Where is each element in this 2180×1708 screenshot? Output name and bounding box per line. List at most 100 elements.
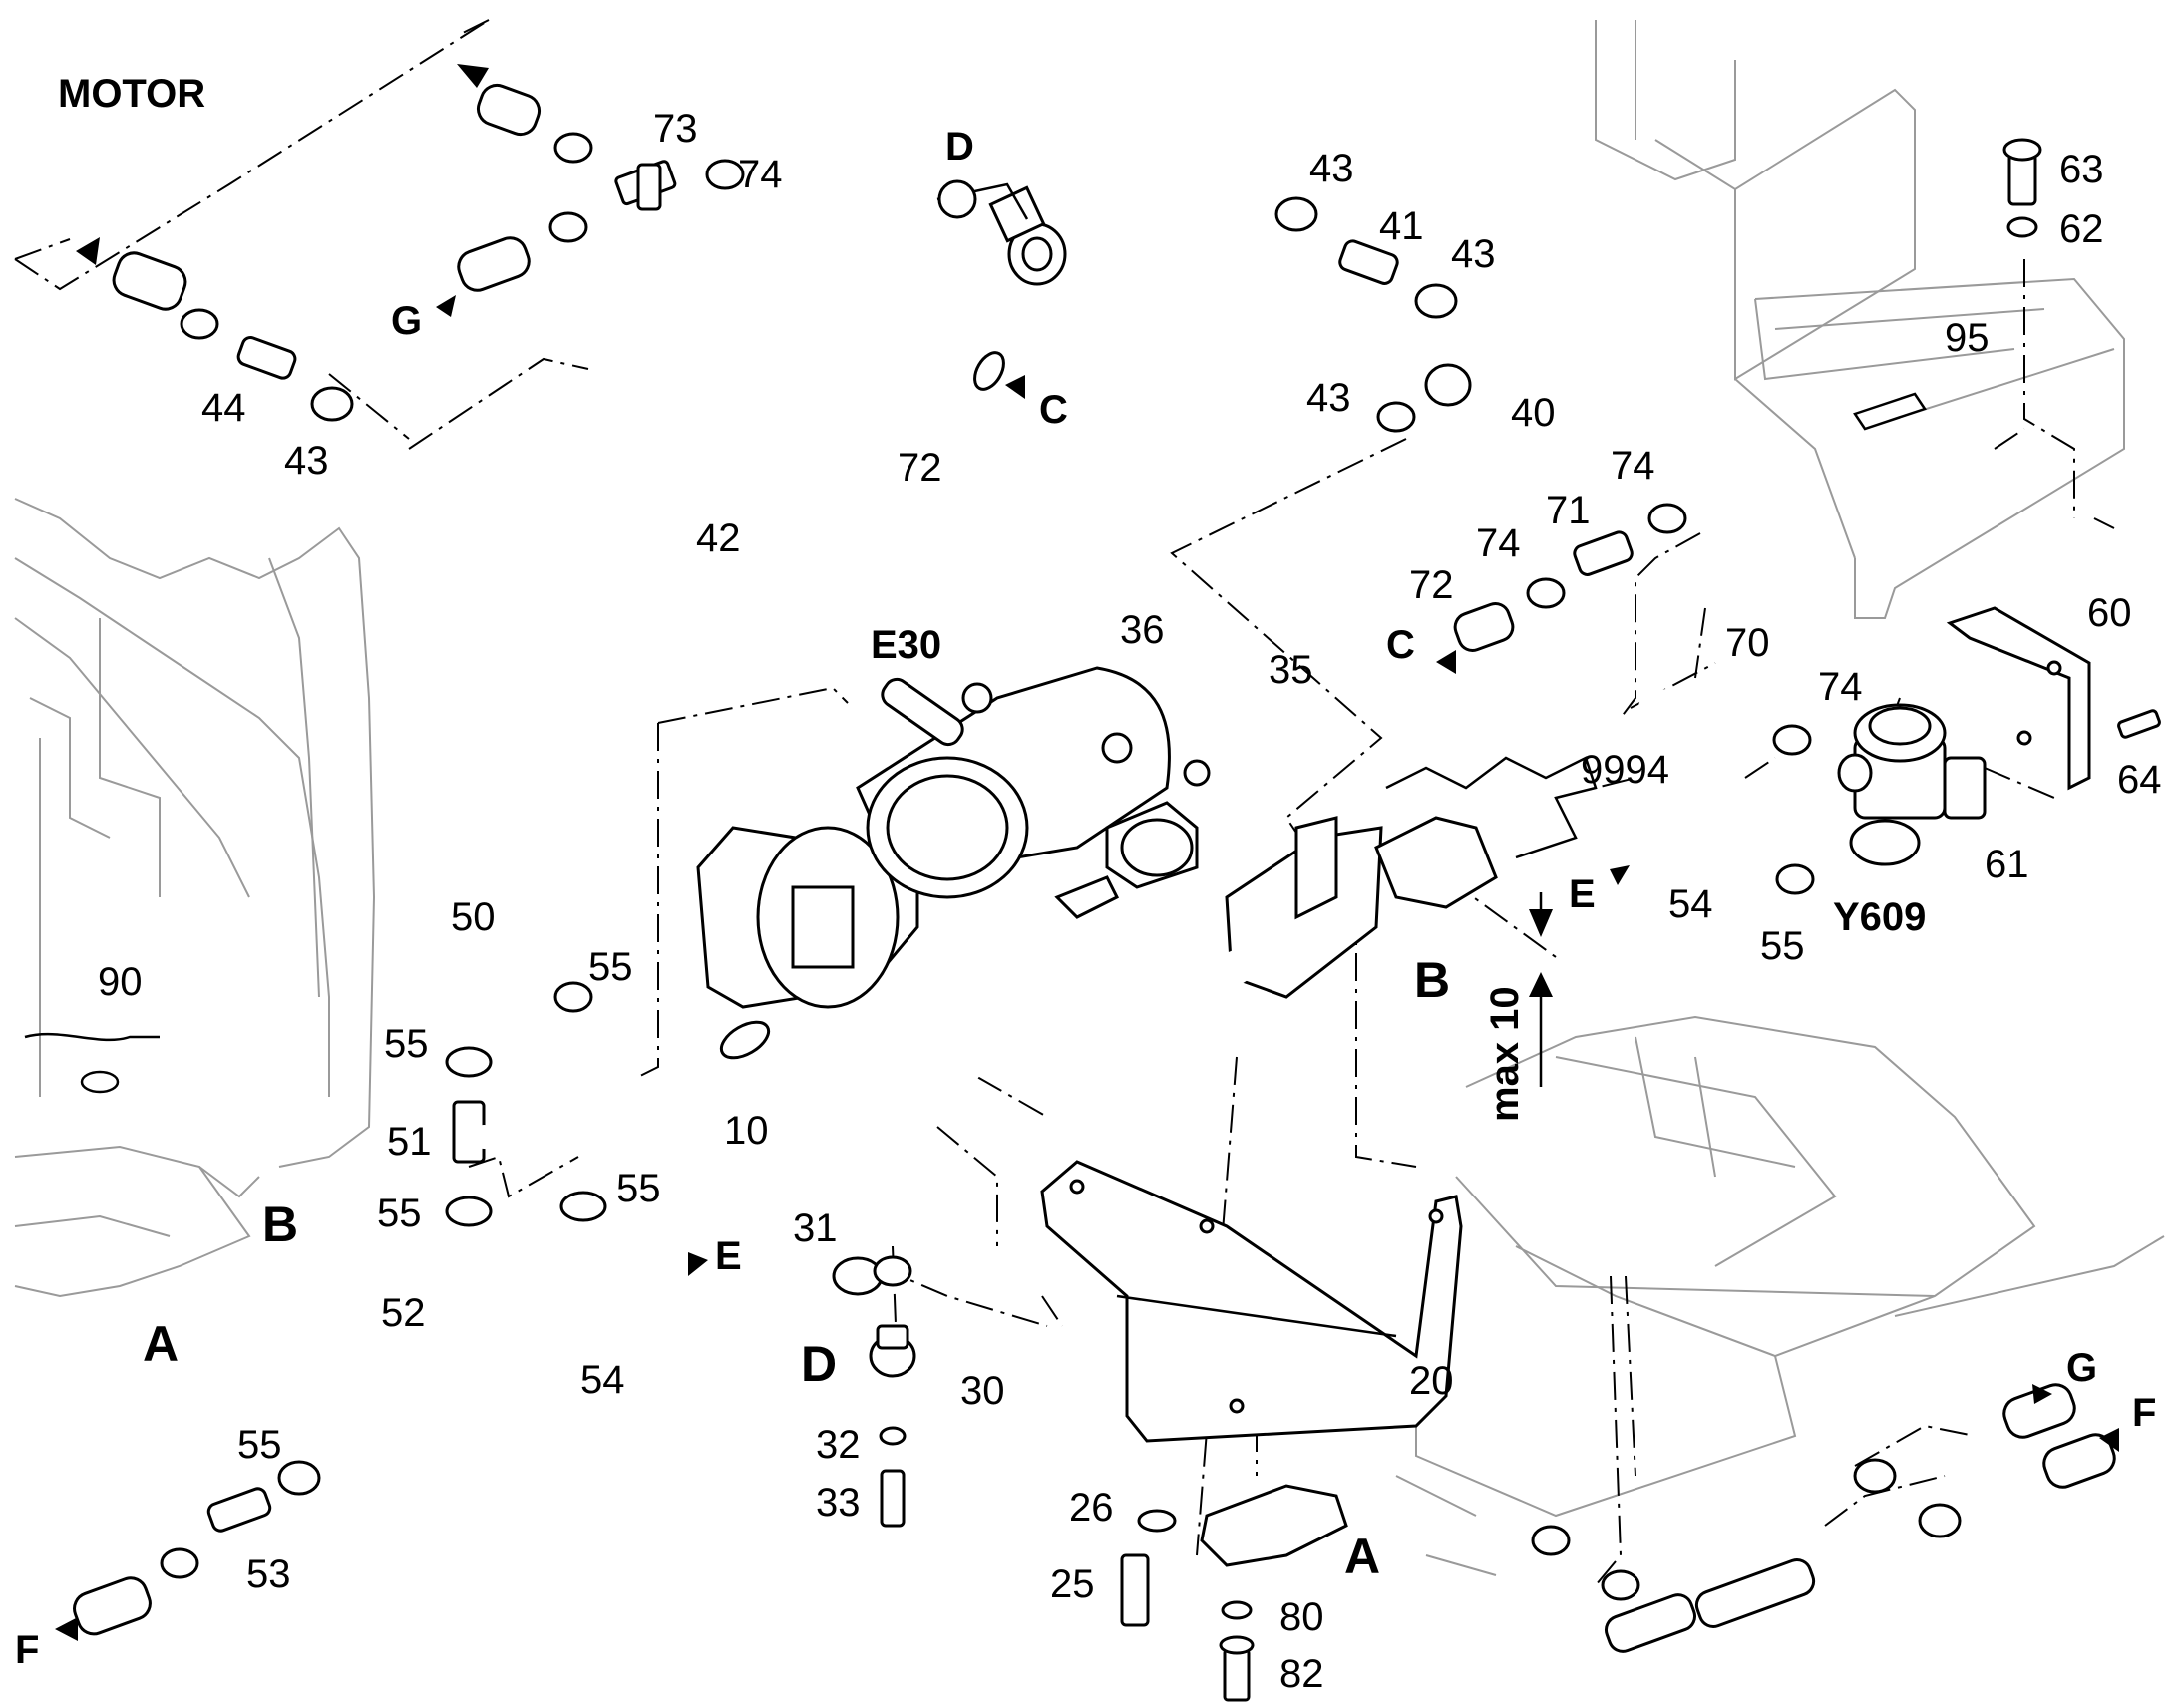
arrow-g-top <box>436 295 456 317</box>
label-64: 64 <box>2117 758 2162 802</box>
label-b-mid: B <box>1414 952 1450 1008</box>
label-10: 10 <box>724 1109 769 1153</box>
couplers-right <box>1453 503 1815 895</box>
hose-10 <box>718 957 1001 1149</box>
right-cabinet-context <box>1595 20 2125 619</box>
label-f-left: F <box>15 1628 39 1672</box>
label-63: 63 <box>2059 148 2104 191</box>
hose-42 <box>578 124 1286 445</box>
label-20: 20 <box>1409 1359 1454 1403</box>
label-a-bottom: A <box>1344 1529 1380 1584</box>
bracket-20 <box>1040 1160 1463 1443</box>
label-72-mid: 72 <box>1409 563 1454 607</box>
label-74-b: 74 <box>1611 444 1655 488</box>
label-d-bottom: D <box>801 1336 837 1392</box>
label-55-right: 55 <box>1760 924 1805 968</box>
label-40: 40 <box>1511 391 1556 435</box>
label-73: 73 <box>653 107 698 151</box>
label-61: 61 <box>1985 843 2029 886</box>
label-95: 95 <box>1945 316 1990 360</box>
label-f-right: F <box>2132 1391 2156 1435</box>
label-g-bottom: G <box>2066 1346 2097 1390</box>
label-25: 25 <box>1050 1562 1095 1606</box>
label-e30: E30 <box>871 623 941 667</box>
label-y609: Y609 <box>1833 895 1926 939</box>
label-55-e: 55 <box>237 1423 282 1467</box>
bracket-60 <box>1946 606 2091 791</box>
arrow-e-left <box>688 1252 708 1276</box>
label-41: 41 <box>1379 204 1424 248</box>
label-c-top: C <box>1039 388 1068 432</box>
label-a-left: A <box>143 1316 179 1372</box>
left-chassis-context <box>14 498 376 1298</box>
label-g-top: G <box>391 299 422 343</box>
label-9994: 9994 <box>1581 748 1669 792</box>
label-32: 32 <box>816 1423 861 1467</box>
label-80: 80 <box>1279 1595 1324 1639</box>
part-labels: MOTOR 73 74 D 43 41 43 63 62 G 95 43 40 … <box>15 72 2162 1696</box>
hoses-left <box>24 947 654 1636</box>
label-74-c: 74 <box>1476 521 1521 565</box>
flow-arrows <box>55 64 2119 1641</box>
label-31: 31 <box>793 1206 838 1250</box>
label-e-right: E <box>1569 872 1596 916</box>
label-74-d: 74 <box>1818 665 1863 709</box>
label-30: 30 <box>960 1369 1005 1413</box>
label-54-right: 54 <box>1668 882 1713 926</box>
label-55-c: 55 <box>616 1167 661 1210</box>
arrow-motor-left <box>76 237 100 265</box>
label-51: 51 <box>387 1120 432 1164</box>
arrow-c-top <box>1005 375 1025 399</box>
label-33: 33 <box>816 1481 861 1525</box>
hose-72-top <box>747 228 1005 391</box>
arrow-c-mid <box>1436 650 1456 674</box>
right-floor-context <box>1395 1015 2165 1576</box>
label-43-b: 43 <box>1451 232 1496 276</box>
label-d-top: D <box>945 125 974 169</box>
arrow-motor-top <box>457 64 489 88</box>
label-max10: max 10 <box>1483 986 1527 1122</box>
label-b-left: B <box>262 1196 298 1252</box>
arrow-e-right <box>1610 865 1630 885</box>
label-71: 71 <box>1546 489 1591 532</box>
label-36: 36 <box>1120 608 1165 652</box>
label-53: 53 <box>246 1552 291 1596</box>
label-c-mid: C <box>1386 623 1415 667</box>
label-70: 70 <box>1725 621 1770 665</box>
clamp-30-31 <box>832 1255 916 1528</box>
label-52: 52 <box>381 1291 426 1335</box>
label-motor: MOTOR <box>58 72 205 116</box>
label-55-b: 55 <box>384 1022 429 1066</box>
arrow-f-bottom <box>2099 1428 2119 1452</box>
hose-40 <box>1424 281 1519 407</box>
label-72-top: 72 <box>898 446 942 490</box>
label-54-left: 54 <box>580 1358 625 1402</box>
arrow-g-bottom <box>2032 1384 2052 1404</box>
plate-a-fasteners <box>1120 1484 1348 1702</box>
label-62: 62 <box>2059 207 2104 251</box>
arrow-f-left <box>55 1617 78 1641</box>
couplers-top <box>112 83 1458 433</box>
exhaust-muffler <box>980 756 1598 1074</box>
label-44: 44 <box>201 386 246 430</box>
label-82: 82 <box>1279 1652 1324 1696</box>
label-43-c: 43 <box>1306 376 1351 420</box>
label-43-a: 43 <box>1309 147 1354 190</box>
valve-61 <box>1837 703 1987 866</box>
label-90: 90 <box>98 960 143 1004</box>
arrow-b-top <box>1529 909 1553 937</box>
label-50: 50 <box>451 895 496 939</box>
label-42: 42 <box>696 516 741 560</box>
label-60: 60 <box>2087 591 2132 635</box>
label-e-left: E <box>715 1234 742 1278</box>
label-43-d: 43 <box>284 439 329 483</box>
fasteners-right <box>1853 138 2161 739</box>
label-35: 35 <box>1269 648 1313 692</box>
arrow-max10 <box>1529 972 1553 997</box>
label-55-d: 55 <box>377 1192 422 1235</box>
heater-e30 <box>696 666 1211 1009</box>
clamp-d-top <box>936 179 1067 286</box>
coupling-g-f <box>1531 1383 2116 1653</box>
label-55-a: 55 <box>588 945 633 989</box>
